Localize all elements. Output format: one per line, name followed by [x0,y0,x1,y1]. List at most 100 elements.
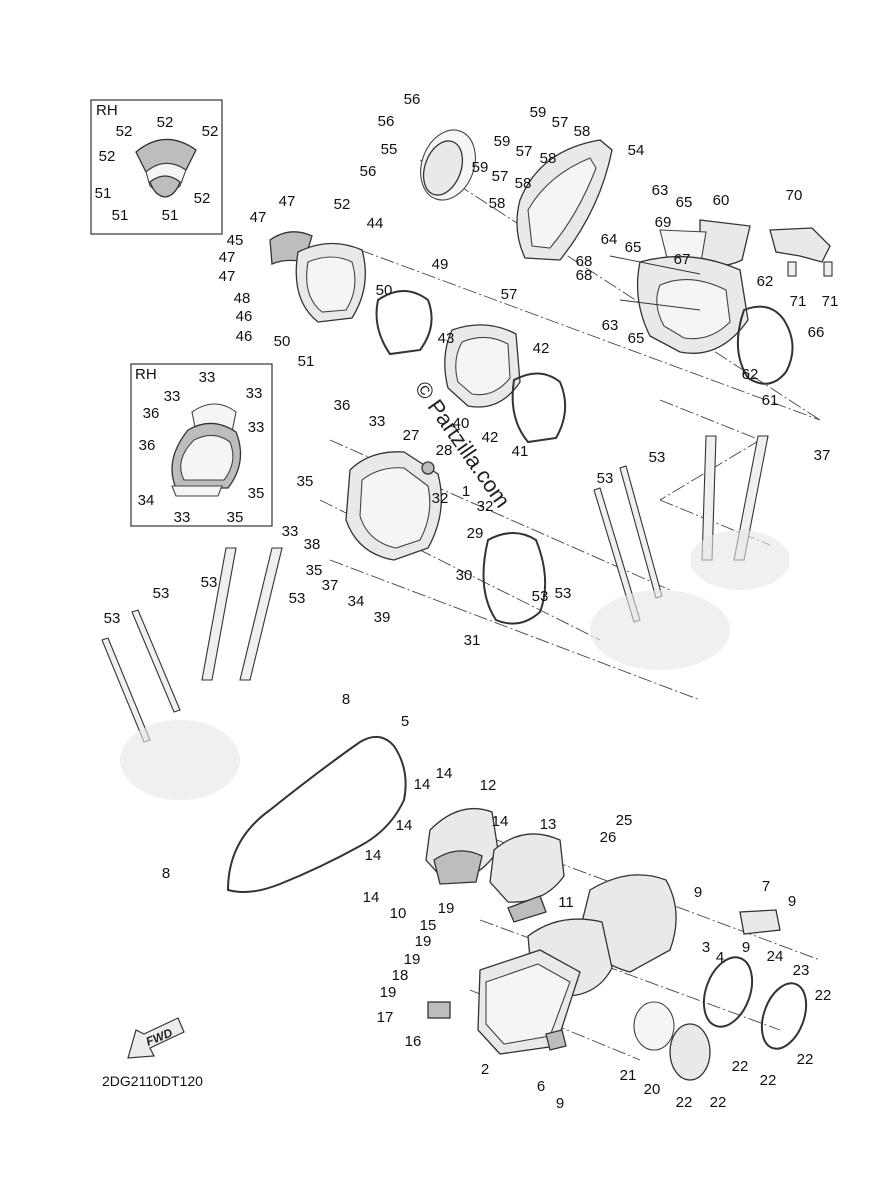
part-callout: 33 [199,369,216,386]
part-callout: 6 [537,1078,545,1095]
part-callout: 71 [822,293,839,310]
part-callout: 37 [814,447,831,464]
part-callout: 3 [702,939,710,956]
part-callout: 13 [540,816,557,833]
part-callout: 4 [716,949,724,966]
part-callout: 33 [248,419,265,436]
diagram-code: 2DG2110DT120 [102,1073,203,1089]
part-callout: 35 [297,473,314,490]
part-callout: 14 [414,776,431,793]
part-callout: 33 [282,523,299,540]
part-callout: 47 [219,268,236,285]
part-callout: 8 [342,691,350,708]
part-callout: 33 [174,509,191,526]
part-callout: 20 [644,1081,661,1098]
part-callout: 28 [436,442,453,459]
part-callout: 32 [477,498,494,515]
part-callout: 69 [655,214,672,231]
clutch-and-cover-group [425,808,808,1081]
part-callout: 33 [369,413,386,430]
part-callout: 37 [322,577,339,594]
part-callout: 51 [112,207,129,224]
part-callout: 62 [742,366,759,383]
fwd-arrow: FWD [127,1017,185,1059]
part-callout: 46 [236,308,253,325]
part-callout: 51 [298,353,315,370]
part-callout: 9 [788,893,796,910]
part-callout: 14 [365,847,382,864]
part-callout: 9 [694,884,702,901]
part-callout: 21 [620,1067,637,1084]
part-callout: 34 [348,593,365,610]
part-callout: 58 [515,175,532,192]
part-callout: 7 [762,878,770,895]
part-callout: 34 [138,492,155,509]
part-callout: 53 [597,470,614,487]
part-callout: 1 [462,483,470,500]
part-callout: 22 [815,987,832,1004]
part-callout: 65 [625,239,642,256]
part-callout: 68 [576,253,593,270]
part-callout: 19 [380,984,397,1001]
part-callout: 58 [540,150,557,167]
part-callout: 52 [334,196,351,213]
part-callout: 56 [404,91,421,108]
part-callout: 35 [306,562,323,579]
inset-rh-middle: RH [130,363,273,527]
part-callout: 44 [367,215,384,232]
part-callout: 61 [762,392,779,409]
part-callout: 23 [793,962,810,979]
part-callout: 54 [628,142,645,159]
part-callout: 70 [786,187,803,204]
part-callout: 56 [378,113,395,130]
part-callout: 52 [116,123,133,140]
part-callout: 36 [334,397,351,414]
part-callout: 52 [202,123,219,140]
part-callout: 47 [219,249,236,266]
part-callout: 22 [676,1094,693,1111]
part-callout: 62 [757,273,774,290]
part-callout: 50 [274,333,291,350]
part-callout: 57 [552,114,569,131]
part-callout: 53 [104,610,121,627]
part-callout: 56 [360,163,377,180]
part-callout: 59 [494,133,511,150]
fwd-label: FWD [144,1025,175,1048]
part-callout: 47 [250,209,267,226]
part-callout: 52 [99,148,116,165]
part-callout: 22 [710,1094,727,1111]
part-callout: 33 [164,388,181,405]
part-callout: 53 [153,585,170,602]
part-callout: 66 [808,324,825,341]
part-callout: 22 [797,1051,814,1068]
part-callout: 53 [201,574,218,591]
part-callout: 29 [467,525,484,542]
part-callout: 65 [676,194,693,211]
part-callout: 35 [227,509,244,526]
part-callout: 39 [374,609,391,626]
inset-rh-top: RH [90,99,223,235]
cylinder-cover-group [269,231,567,444]
part-callout: 22 [732,1058,749,1075]
part-callout: 57 [516,143,533,160]
part-callout: 63 [602,317,619,334]
cylinder-head-cover-group [420,129,833,385]
part-callout: 36 [139,437,156,454]
part-callout: 17 [377,1009,394,1026]
part-callout: 53 [532,588,549,605]
crankcase-gasket [226,735,407,893]
part-callout: 64 [601,231,618,248]
part-callout: 22 [760,1072,777,1089]
part-callout: 9 [742,939,750,956]
part-callout: 31 [464,632,481,649]
part-callout: 53 [649,449,666,466]
part-callout: 42 [533,340,550,357]
part-callout: 57 [501,286,518,303]
part-callout: 18 [392,967,409,984]
part-callout: 30 [456,567,473,584]
part-callout: 68 [576,267,593,284]
part-callout: 71 [790,293,807,310]
part-callout: 41 [512,443,529,460]
part-callout: 52 [157,114,174,131]
